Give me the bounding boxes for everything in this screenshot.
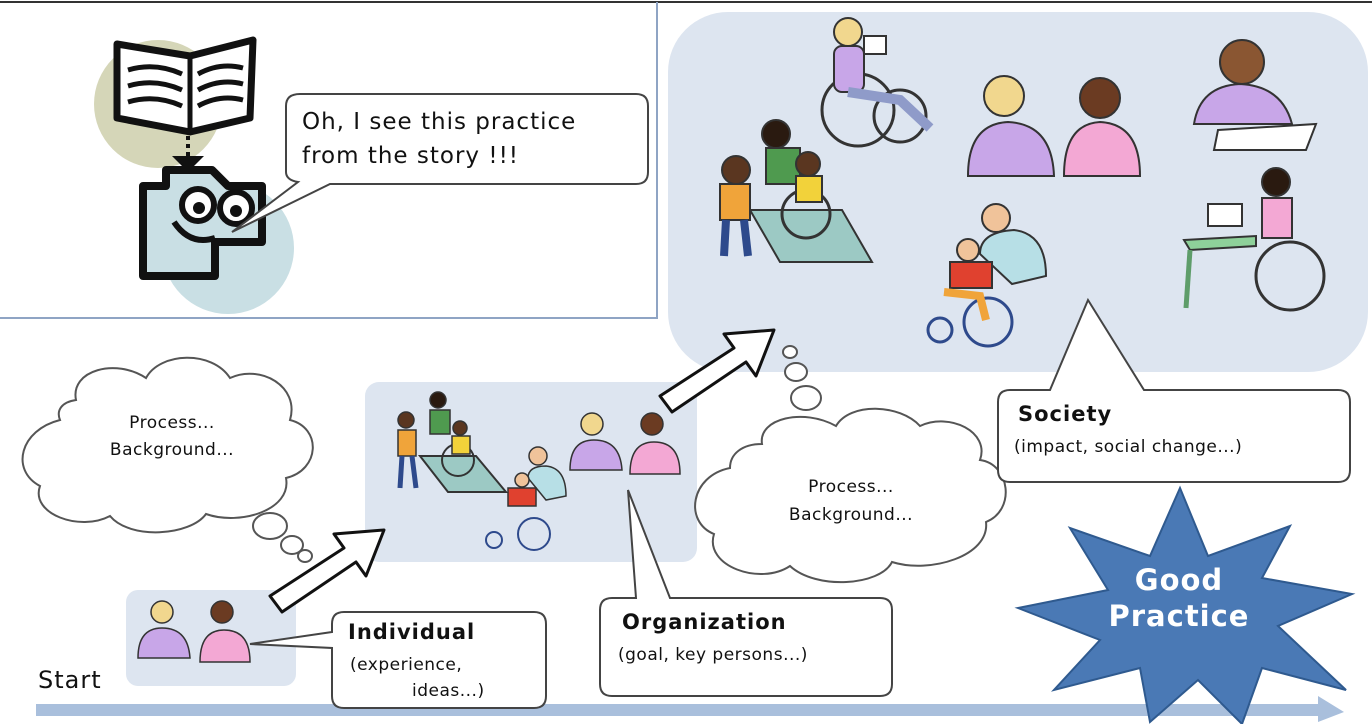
thought-cloud-left (21, 356, 314, 563)
star-line-2: Practice (1108, 599, 1250, 633)
organization-title: Organization (622, 610, 787, 634)
individual-callout (249, 611, 547, 709)
speech-bubble (231, 93, 649, 233)
timeline-axis (36, 696, 1344, 722)
individual-subtitle-2: ideas...) (412, 681, 485, 701)
organization-callout (599, 489, 893, 697)
society-subtitle: (impact, social change...) (1014, 437, 1243, 457)
cloud-left-line-2: Background... (109, 440, 235, 460)
cloud-right-line-1: Process... (808, 477, 894, 497)
society-panel (668, 12, 1368, 372)
student-at-desk-wheelchair (1182, 167, 1326, 312)
helper-with-child-wheelchair (926, 203, 1048, 348)
group-with-wheelchair-large (719, 119, 874, 263)
organization-people (397, 391, 681, 551)
individual-subtitle-1: (experience, (350, 655, 463, 675)
society-title: Society (1018, 402, 1113, 426)
reader-icon (94, 36, 294, 314)
start-label: Start (38, 666, 102, 694)
speech-line-2: from the story !!! (302, 143, 520, 169)
cloud-right-line-2: Background... (788, 505, 914, 525)
progress-arrow-2 (658, 328, 776, 414)
progress-arrow-1 (268, 528, 386, 614)
person-reading-braille (1192, 39, 1318, 151)
cloud-left-line-1: Process... (129, 413, 215, 433)
organization-subtitle: (goal, key persons...) (618, 645, 808, 665)
society-callout (997, 297, 1351, 483)
story-frame (0, 2, 658, 319)
good-practice-star (1014, 485, 1356, 724)
people-talking (966, 75, 1142, 177)
person-reading-wheelchair (820, 17, 934, 148)
individual-title: Individual (348, 620, 476, 644)
thought-cloud-right (694, 345, 1007, 583)
speech-line-1: Oh, I see this practice (302, 109, 577, 135)
star-line-1: Good (1134, 563, 1224, 597)
individual-people (137, 600, 251, 663)
